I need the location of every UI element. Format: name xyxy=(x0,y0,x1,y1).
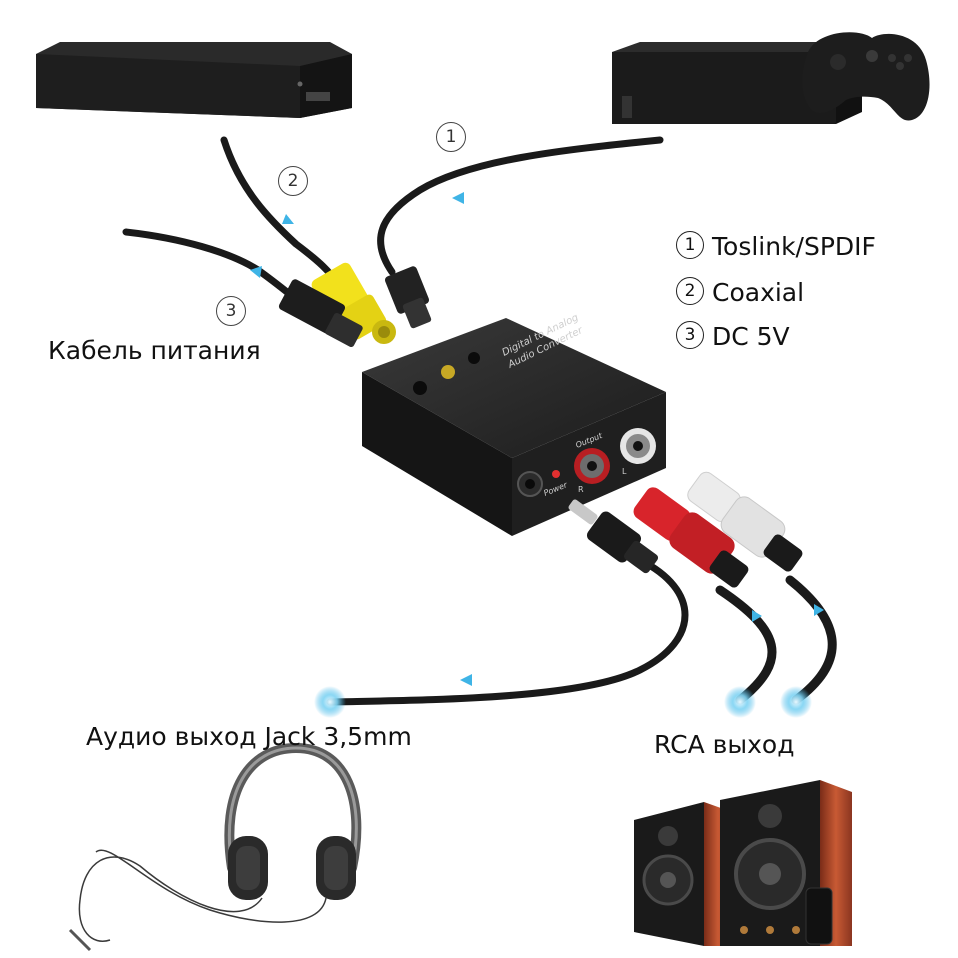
step-marker-3: 3 xyxy=(216,296,246,326)
rca-output-label: RCA выход xyxy=(654,730,795,759)
legend-row-dc5v: 3 DC 5V xyxy=(676,321,790,352)
direction-arrows xyxy=(250,192,824,686)
rca-red-plug xyxy=(633,487,749,588)
step-marker-2: 2 xyxy=(278,166,308,196)
legend-number: 1 xyxy=(676,231,704,259)
headphones-icon xyxy=(68,742,362,952)
glow-endpoint-jack xyxy=(314,686,346,718)
rca-white-plug xyxy=(687,471,803,572)
jack-3-5mm-plug xyxy=(568,499,659,574)
legend-text: Coaxial xyxy=(712,278,805,307)
glow-endpoint-rca-red xyxy=(724,686,756,718)
legend-number: 3 xyxy=(676,321,704,349)
toslink-plug xyxy=(384,266,432,329)
legend-text: Toslink/SPDIF xyxy=(712,232,876,261)
step-marker-1: 1 xyxy=(436,122,466,152)
cables xyxy=(122,136,837,706)
game-console-icon xyxy=(612,32,930,124)
glow-endpoint-rca-white xyxy=(780,686,812,718)
legend-number: 2 xyxy=(676,277,704,305)
power-cable-label: Кабель питания xyxy=(48,336,261,365)
device-l-label: L xyxy=(622,467,627,476)
bluray-player-icon xyxy=(36,42,352,118)
legend-row-coaxial: 2 Coaxial xyxy=(676,277,805,308)
speakers-icon xyxy=(634,780,852,946)
legend-text: DC 5V xyxy=(712,322,790,351)
dac-converter-device xyxy=(362,318,666,536)
dc-power-plug xyxy=(278,279,363,348)
jack-output-label: Аудио выход Jack 3,5mm xyxy=(86,722,412,751)
legend-row-toslink: 1 Toslink/SPDIF xyxy=(676,231,876,262)
device-r-label: R xyxy=(578,485,584,494)
